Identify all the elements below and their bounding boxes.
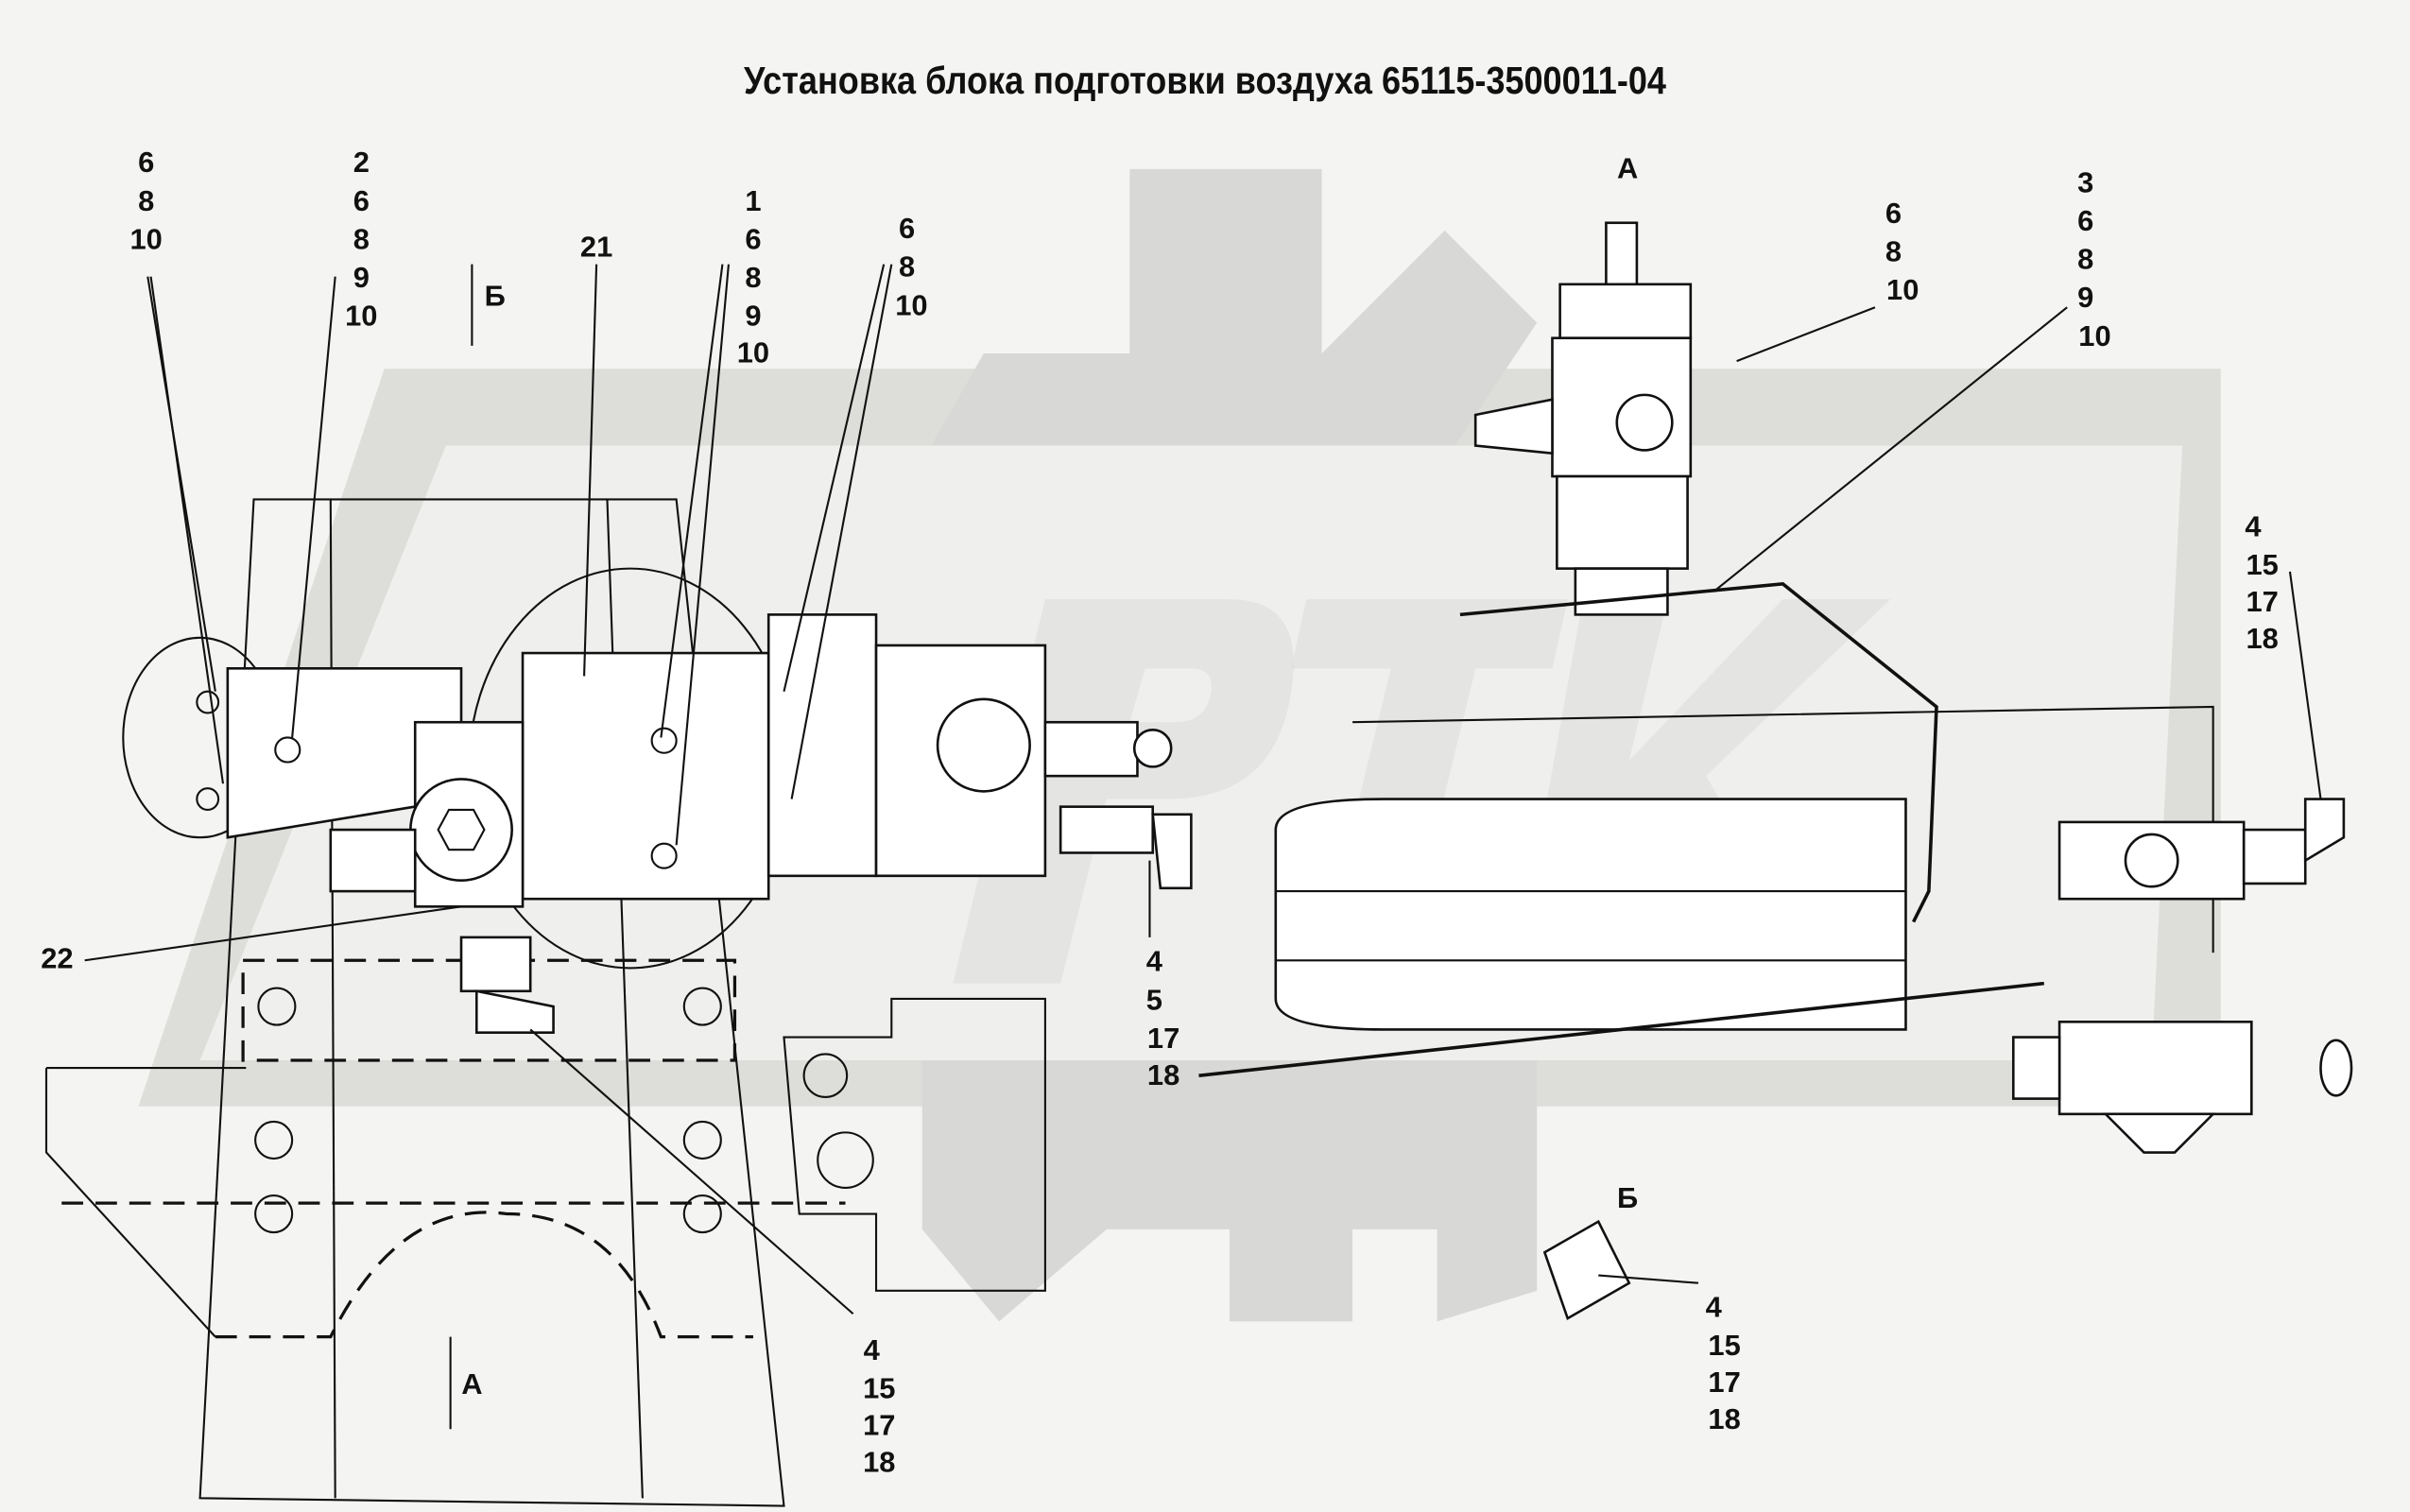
callout-text: 6 <box>353 184 370 217</box>
callout-text: 18 <box>863 1446 895 1479</box>
callout-text: 10 <box>345 300 377 333</box>
callout-text: 18 <box>1147 1058 1179 1091</box>
callout-text: 6 <box>138 146 154 179</box>
callout-text: 17 <box>2246 585 2279 618</box>
callout-4-5-17-18: 4 5 17 18 <box>1146 945 1180 1091</box>
callout-2-6-8-9-10: 2 6 8 9 10 <box>345 146 377 333</box>
callout-text: 6 <box>745 222 761 255</box>
callout-4-15-17-18-right: 4 15 17 18 <box>2245 509 2279 655</box>
callout-text: 15 <box>863 1372 895 1405</box>
view-b-label: Б <box>1617 1181 1638 1214</box>
callout-text: 8 <box>2077 243 2093 276</box>
callout-21: 21 <box>580 231 612 264</box>
callout-4-15-17-18-bottom-right: 4 15 17 18 <box>1706 1290 1741 1435</box>
callout-text: 10 <box>130 222 163 255</box>
callout-text: 17 <box>863 1409 895 1442</box>
callout-text: 18 <box>1708 1402 1740 1435</box>
callout-22: 22 <box>41 941 73 974</box>
callout-text: 4 <box>1146 945 1162 978</box>
callout-text: 2 <box>353 146 370 179</box>
callout-text: 9 <box>353 261 370 294</box>
view-b-arrow-label: Б <box>485 280 506 313</box>
callout-text: 8 <box>1885 234 1902 267</box>
callout-text: 9 <box>745 300 761 333</box>
callout-text: 10 <box>2078 319 2110 352</box>
callout-6-8-10-left: 6 8 10 <box>130 146 163 255</box>
leader-lines <box>84 264 2322 1430</box>
callout-text: 22 <box>41 941 73 974</box>
callout-text: 5 <box>1146 983 1162 1016</box>
callout-1-6-8-9-10: 1 6 8 9 10 <box>737 184 769 369</box>
callout-text: 10 <box>895 288 927 321</box>
callout-text: 4 <box>1706 1290 1722 1323</box>
callout-text: 17 <box>1708 1366 1740 1399</box>
callout-text: 4 <box>864 1333 880 1366</box>
callout-text: 17 <box>1147 1022 1179 1055</box>
callout-text: 8 <box>745 261 761 294</box>
view-a-arrow-label: А <box>461 1367 482 1400</box>
air-dryer-unit-right <box>1198 221 2353 1321</box>
callout-text: 6 <box>1885 197 1902 230</box>
callout-6-8-10-right: 6 8 10 <box>1885 197 1919 306</box>
callout-text: 8 <box>899 250 915 284</box>
air-dryer-unit-left <box>122 567 1193 1034</box>
callout-text: 15 <box>1708 1329 1740 1362</box>
callout-text: 6 <box>899 212 915 245</box>
callout-text: 10 <box>1886 273 1919 306</box>
callout-6-8-10-mid: 6 8 10 <box>895 212 927 321</box>
diagram-title: Установка блока подготовки воздуха 65115… <box>744 59 1666 102</box>
callout-text: 21 <box>580 231 612 264</box>
callout-text: 9 <box>2077 281 2093 314</box>
callout-text: 10 <box>737 336 769 369</box>
callout-text: 6 <box>2077 204 2093 237</box>
callout-text: 3 <box>2077 165 2093 198</box>
view-a-label: А <box>1617 152 1638 185</box>
callout-text: 8 <box>138 184 154 217</box>
callout-text: 8 <box>353 222 370 255</box>
callout-text: 15 <box>2246 548 2279 581</box>
callout-text: 18 <box>2246 622 2279 655</box>
callout-4-15-17-18-bottom-left: 4 15 17 18 <box>863 1333 895 1479</box>
callout-3-6-8-9-10: 3 6 8 9 10 <box>2077 165 2111 352</box>
callout-text: 1 <box>745 184 761 217</box>
callout-text: 4 <box>2245 509 2261 542</box>
